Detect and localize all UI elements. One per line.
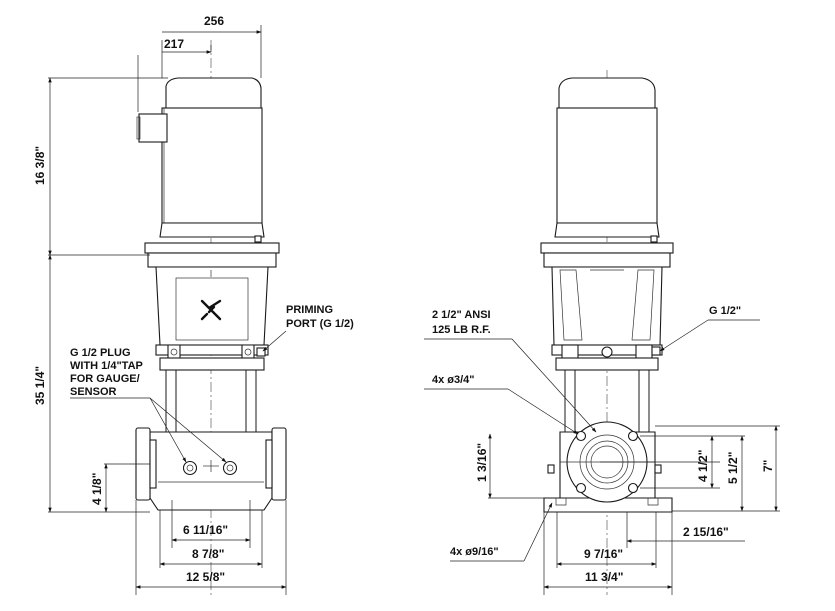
front-priming-plug[interactable] bbox=[601, 346, 613, 358]
front-dimensions: 1 3/16" 4 1/2" 5 1/2" 7" 9 7/16" 2 15/16… bbox=[475, 425, 780, 595]
front-view bbox=[540, 70, 674, 595]
front-motor-body bbox=[556, 107, 658, 224]
side-view bbox=[135, 40, 287, 595]
front-g-half-port[interactable] bbox=[651, 346, 661, 356]
plug-label-2: WITH 1/4"TAP bbox=[70, 360, 143, 372]
dim-7: 7" bbox=[761, 460, 775, 472]
dim-217: 217 bbox=[164, 37, 184, 51]
side-callouts: PRIMING PORT (G 1/2) G 1/2 PLUG WITH 1/4… bbox=[70, 304, 354, 463]
dim-12-5-8: 12 5/8" bbox=[186, 570, 225, 584]
dim-motor-height: 16 3/8" bbox=[33, 146, 47, 185]
dim-256: 256 bbox=[204, 14, 224, 28]
dim-1-3-16: 1 3/16" bbox=[475, 443, 489, 482]
side-outlet-flange bbox=[271, 427, 287, 501]
front-callouts: 2 1/2" ANSI 125 LB R.F. 4x ø3/4" G 1/2" … bbox=[424, 305, 760, 562]
dim-inlet-height: 4 1/8" bbox=[90, 473, 104, 505]
grundfos-dancer-icon bbox=[200, 299, 222, 321]
bolts-3-4-label: 4x ø3/4" bbox=[432, 374, 475, 386]
dim-pump-height: 35 1/4" bbox=[33, 366, 47, 405]
front-motor-stool bbox=[551, 266, 663, 346]
priming-label-1: PRIMING bbox=[286, 304, 333, 316]
flange-bolt-hole-4 bbox=[627, 482, 639, 494]
side-priming-port[interactable] bbox=[256, 347, 266, 357]
bolts-9-16-label: 4x ø9/16" bbox=[450, 546, 499, 558]
side-motor-body bbox=[161, 107, 263, 224]
priming-label-2: PORT (G 1/2) bbox=[286, 318, 354, 330]
side-plug-inlet[interactable] bbox=[182, 460, 198, 476]
dim-6-11-16: 6 11/16" bbox=[183, 523, 228, 537]
dim-2-15-16: 2 15/16" bbox=[683, 525, 729, 539]
side-dimensions: 256 217 16 3/8" 35 1/4" 4 1/8" 6 11/16" … bbox=[33, 14, 287, 595]
plug-label-1: G 1/2 PLUG bbox=[70, 347, 131, 359]
side-plug-outlet[interactable] bbox=[222, 460, 238, 476]
dim-8-7-8: 8 7/8" bbox=[192, 547, 224, 561]
plug-label-4: SENSOR bbox=[70, 386, 117, 398]
side-terminal-box bbox=[138, 113, 168, 143]
ansi-label-1: 2 1/2" ANSI bbox=[432, 309, 491, 321]
flange-bolt-hole-1 bbox=[575, 430, 587, 442]
flange-bolt-hole-3 bbox=[575, 482, 587, 494]
front-motor-flange bbox=[540, 242, 674, 254]
side-motor-flange bbox=[144, 242, 280, 254]
flange-bolt-hole-2 bbox=[627, 430, 639, 442]
dim-4-1-2: 4 1/2" bbox=[696, 450, 710, 482]
ansi-label-2: 125 LB R.F. bbox=[432, 324, 491, 336]
plug-label-3: FOR GAUGE/ bbox=[70, 373, 140, 385]
dim-5-1-2: 5 1/2" bbox=[726, 452, 740, 484]
side-motor-cap bbox=[165, 77, 262, 109]
g-half-label: G 1/2" bbox=[709, 305, 741, 317]
dim-9-7-16: 9 7/16" bbox=[584, 547, 623, 561]
dim-11-3-4: 11 3/4" bbox=[585, 570, 623, 584]
